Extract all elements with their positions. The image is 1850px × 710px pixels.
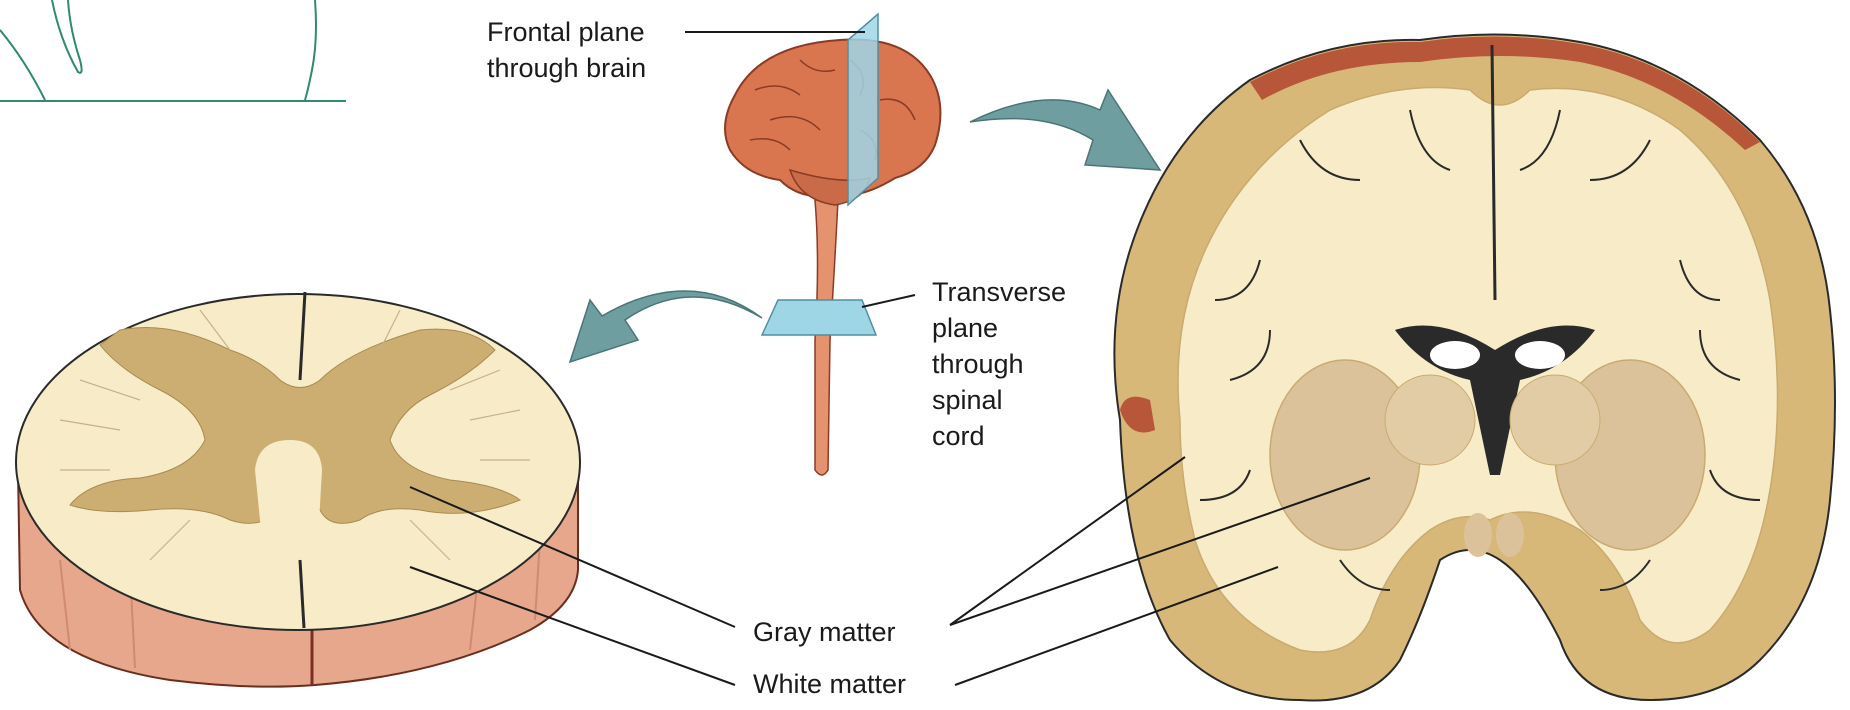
spinal-cord-stem	[815, 200, 838, 475]
arrow-to-spinal-section	[570, 291, 762, 362]
transverse-plane-label-line-4: spinal	[932, 382, 1066, 418]
white-matter-label: White matter	[753, 666, 906, 702]
whole-brain-illustration	[725, 14, 940, 475]
brain-surface	[725, 39, 940, 196]
transverse-plane-label-line-5: cord	[932, 418, 1066, 454]
spinal-cord-cross-section	[16, 292, 580, 687]
frontal-plane-label: Frontal plane through brain	[487, 14, 646, 86]
transverse-plane-label-line-3: through	[932, 346, 1066, 382]
transverse-plane	[762, 300, 876, 335]
frontal-plane-label-line-2: through brain	[487, 50, 646, 86]
transverse-plane-label: Transverse plane through spinal cord	[932, 274, 1066, 454]
arrow-to-brain-section	[970, 90, 1160, 170]
transverse-plane-label-line-2: plane	[932, 310, 1066, 346]
gray-matter-label: Gray matter	[753, 614, 896, 650]
brain-frontal-section	[1114, 34, 1835, 700]
transverse-plane-label-line-1: Transverse	[932, 274, 1066, 310]
frontal-plane	[848, 14, 878, 205]
cropped-fragment	[0, 0, 346, 101]
frontal-plane-label-line-1: Frontal plane	[487, 14, 646, 50]
leader-transverse-plane	[862, 295, 915, 307]
